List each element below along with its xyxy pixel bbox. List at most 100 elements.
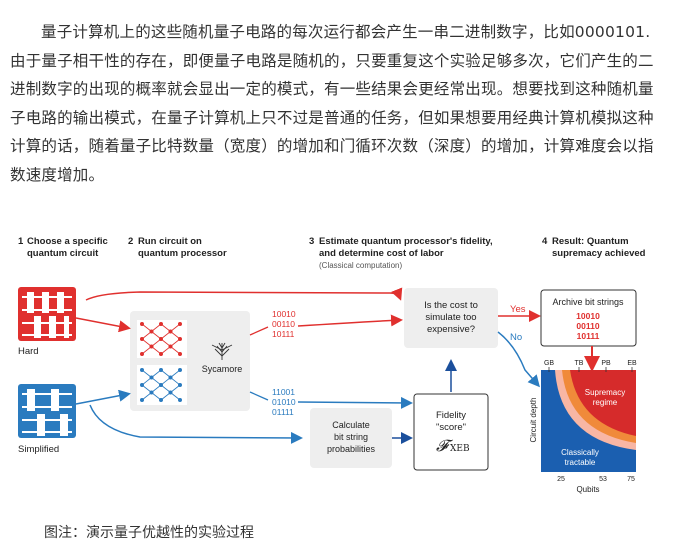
qubit-coupler bbox=[141, 346, 152, 355]
qubit-coupler bbox=[151, 331, 162, 340]
question-line-2: expensive? bbox=[427, 324, 475, 335]
archive-title: Archive bit strings bbox=[552, 297, 624, 307]
arrow-no bbox=[497, 331, 540, 388]
qubit-node bbox=[168, 329, 173, 334]
qubit-node bbox=[149, 375, 154, 380]
question-line-1: simulate too bbox=[425, 312, 476, 323]
chart-xlabel: Qubits bbox=[576, 485, 599, 494]
qubit-coupler bbox=[141, 331, 152, 340]
qubit-node bbox=[158, 367, 163, 372]
fidelity-line-0: Fidelity bbox=[436, 410, 466, 421]
qubit-coupler bbox=[170, 323, 181, 332]
qubit-node bbox=[158, 397, 163, 402]
qubit-node bbox=[158, 351, 163, 356]
fidelity-line-1: "score" bbox=[436, 422, 466, 433]
step-1-line2: quantum circuit bbox=[27, 248, 99, 259]
sycamore-logo-icon bbox=[211, 342, 233, 360]
qubit-node bbox=[139, 351, 144, 356]
qubit-node bbox=[139, 336, 144, 341]
figure-caption: 图注：演示量子优越性的实验过程 bbox=[44, 525, 254, 541]
qubit-node bbox=[177, 351, 182, 356]
top-tick-tb: TB bbox=[575, 360, 584, 367]
qubit-coupler bbox=[160, 331, 171, 340]
bottom-tick-25: 25 bbox=[557, 476, 565, 483]
step-2-number: 2 bbox=[128, 236, 133, 247]
step-4-line2: supremacy achieved bbox=[552, 248, 646, 259]
hard-bits-0: 10010 bbox=[272, 309, 296, 319]
region-easy-line-0: Classically bbox=[561, 448, 599, 457]
qubit-node bbox=[139, 382, 144, 387]
qubit-node bbox=[168, 375, 173, 380]
qubit-coupler bbox=[160, 392, 171, 401]
fidelity-box bbox=[413, 393, 489, 471]
archive-bits-0: 10010 bbox=[576, 311, 600, 321]
qubit-coupler bbox=[151, 338, 162, 347]
qubit-coupler bbox=[151, 323, 162, 332]
region-hard-line-0: Supremacy bbox=[585, 388, 625, 397]
qubit-coupler bbox=[170, 369, 181, 378]
qubit-node bbox=[149, 344, 154, 349]
step-2-line2: quantum processor bbox=[138, 248, 227, 259]
qubit-node bbox=[149, 390, 154, 395]
arrow-simplified-to-calc bbox=[89, 404, 303, 444]
step-2-line1: Run circuit on bbox=[138, 236, 202, 247]
qubit-coupler bbox=[170, 384, 181, 393]
hard-bits-2: 10111 bbox=[272, 329, 295, 339]
qubit-coupler bbox=[160, 384, 171, 393]
arrow-processor-to-hard-bits bbox=[249, 326, 269, 336]
qubit-node bbox=[168, 344, 173, 349]
calc-line-0: Calculate bbox=[332, 420, 370, 430]
qubit-coupler bbox=[141, 392, 152, 401]
qubit-coupler bbox=[170, 346, 181, 355]
simple-bits-0: 11001 bbox=[272, 387, 295, 397]
hard-circuit-icon bbox=[18, 287, 76, 341]
arrow-hard-bits-to-question bbox=[297, 314, 403, 327]
step-3-number: 3 bbox=[309, 236, 314, 247]
qubit-node bbox=[177, 321, 182, 326]
step-4-line1: Result: Quantum bbox=[552, 236, 629, 247]
step-4-number: 4 bbox=[542, 236, 548, 247]
bottom-tick-53: 53 bbox=[599, 476, 607, 483]
step-1-line1: Choose a specific bbox=[27, 236, 108, 247]
arrow-hard-to-question bbox=[85, 287, 403, 301]
question-line-0: Is the cost to bbox=[424, 300, 478, 311]
calc-line-2: probabilities bbox=[327, 444, 376, 454]
qubit-coupler bbox=[151, 369, 162, 378]
region-easy-line-1: tractable bbox=[565, 458, 596, 467]
qubit-coupler bbox=[151, 392, 162, 401]
simplified-label: Simplified bbox=[18, 444, 59, 455]
top-tick-eb: EB bbox=[627, 360, 637, 367]
calc-line-1: bit string bbox=[334, 432, 368, 442]
qubit-coupler bbox=[141, 369, 152, 378]
arrow-simplified-to-processor bbox=[75, 389, 131, 405]
qubit-node bbox=[158, 382, 163, 387]
qubit-coupler bbox=[151, 377, 162, 386]
qubit-node bbox=[177, 336, 182, 341]
xeb-subscript: XEB bbox=[450, 444, 470, 454]
qubit-node bbox=[177, 367, 182, 372]
red-qubit-lattice bbox=[139, 321, 182, 356]
processor-label: Sycamore bbox=[202, 364, 243, 374]
qubit-node bbox=[168, 390, 173, 395]
chart-ylabel: Circuit depth bbox=[529, 398, 538, 443]
qubit-node bbox=[177, 382, 182, 387]
archive-bits-2: 10111 bbox=[577, 331, 600, 341]
qubit-coupler bbox=[160, 338, 171, 347]
hard-label: Hard bbox=[18, 346, 39, 357]
supremacy-chart: GB TB PB EB Supremacy regime Classically… bbox=[529, 360, 637, 494]
qubit-coupler bbox=[141, 377, 152, 386]
qubit-coupler bbox=[160, 377, 171, 386]
simplified-circuit-icon bbox=[18, 384, 76, 438]
step-3-line2: and determine cost of labor bbox=[319, 248, 444, 259]
calculate-box bbox=[310, 408, 392, 468]
arrow-simple-bits-to-fidelity bbox=[297, 396, 413, 409]
yes-label: Yes bbox=[510, 304, 526, 315]
arrow-processor-to-simple-bits bbox=[249, 391, 269, 401]
qubit-node bbox=[158, 321, 163, 326]
qubit-coupler bbox=[160, 323, 171, 332]
step-1-number: 1 bbox=[18, 236, 24, 247]
qubit-coupler bbox=[160, 346, 171, 355]
qubit-node bbox=[177, 397, 182, 402]
qubit-node bbox=[139, 367, 144, 372]
blue-qubit-lattice bbox=[139, 367, 182, 402]
